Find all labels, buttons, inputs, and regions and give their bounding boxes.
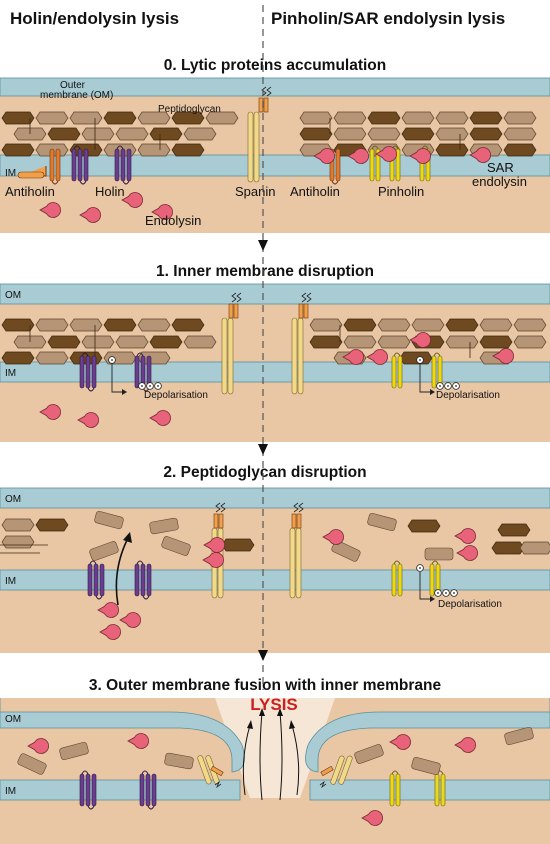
- outer-membrane: [0, 487, 550, 509]
- inner-membrane-right: [309, 779, 550, 801]
- om-label: OM: [5, 494, 21, 505]
- ion-icon: [138, 382, 146, 390]
- outer-membrane: [0, 283, 550, 305]
- im-label: IM: [5, 576, 16, 587]
- section-title-3: 3. Outer membrane fusion with inner memb…: [89, 677, 442, 694]
- spanin-complex: [289, 502, 304, 599]
- inner-membrane-left: [0, 779, 241, 801]
- ion-icon: [434, 589, 442, 597]
- flow-arrow: [258, 650, 268, 661]
- flow-arrow: [258, 444, 268, 455]
- endolysin-label: Endolysin: [145, 213, 201, 228]
- pinholin-label: Pinholin: [378, 184, 424, 199]
- left-header: Holin/endolysin lysis: [10, 9, 179, 28]
- spanin-label: Spanin: [235, 184, 275, 199]
- sar-endolysin-label-1: SAR: [487, 160, 514, 175]
- im-label: IM: [5, 368, 16, 379]
- im-label: IM: [5, 786, 16, 797]
- om-label: OM: [5, 714, 21, 725]
- inner-membrane: [0, 154, 550, 177]
- depolarisation-label-right: Depolarisation: [436, 390, 500, 401]
- holin-protein: [139, 770, 157, 810]
- ion-icon: [450, 589, 458, 597]
- om-label: OM: [5, 290, 21, 301]
- right-header: Pinholin/SAR endolysin lysis: [271, 9, 505, 28]
- antiholin-label-right: Antiholin: [290, 184, 340, 199]
- panel-3: 3. Outer membrane fusion with inner memb…: [0, 677, 550, 844]
- section-title-1: 1. Inner membrane disruption: [156, 263, 374, 280]
- panel-0: 0. Lytic proteins accumulation: [0, 57, 550, 233]
- peptidoglycan-layer: [1, 318, 547, 365]
- endolysin-escape-arrow: [115, 537, 129, 606]
- ion-icon: [108, 356, 116, 364]
- ion-icon: [416, 564, 424, 572]
- flow-arrow: [258, 240, 268, 251]
- ion-icon: [452, 382, 460, 390]
- spanin-complex: [291, 292, 312, 395]
- peptidoglycan-layer: [1, 111, 537, 157]
- ion-icon: [146, 382, 154, 390]
- section-title-0: 0. Lytic proteins accumulation: [164, 57, 387, 74]
- ion-icon: [444, 382, 452, 390]
- holin-protein: [87, 560, 105, 600]
- depolarisation-arrow: [111, 364, 124, 393]
- peptidoglycan-fragments: [1, 510, 550, 562]
- depolarisation-label: Depolarisation: [144, 390, 208, 401]
- outer-membrane-right: [305, 698, 550, 773]
- antiholin-label: Antiholin: [5, 184, 55, 199]
- panel-2: 2. Peptidoglycan disruption: [0, 464, 550, 653]
- outer-membrane: [0, 77, 550, 97]
- holin-protein: [71, 145, 89, 185]
- im-label: IM: [5, 168, 16, 179]
- peptidoglycan-label: Peptidoglycan: [158, 104, 221, 115]
- ion-icon: [416, 356, 424, 364]
- holin-label: Holin: [95, 184, 125, 199]
- sar-endolysin-label-2: endolysin: [472, 174, 527, 189]
- holin-protein: [79, 770, 97, 810]
- section-title-2: 2. Peptidoglycan disruption: [163, 464, 366, 481]
- outer-membrane-label-2: membrane (OM): [40, 90, 113, 101]
- spanin-complex: [319, 755, 353, 789]
- holin-protein: [134, 560, 152, 600]
- holin-protein: [114, 145, 132, 185]
- ion-icon: [436, 382, 444, 390]
- ion-icon: [154, 382, 162, 390]
- spanin-complex: [197, 755, 224, 789]
- depolarisation-label: Depolarisation: [438, 599, 502, 610]
- spanin-complex: [221, 292, 242, 395]
- lysis-label: LYSIS: [250, 695, 298, 714]
- ion-icon: [442, 589, 450, 597]
- holin-protein: [79, 352, 97, 392]
- panel-1: 1. Inner membrane disruption: [0, 263, 550, 442]
- outer-membrane-label-1: Outer: [60, 80, 86, 91]
- inner-membrane: [0, 569, 550, 591]
